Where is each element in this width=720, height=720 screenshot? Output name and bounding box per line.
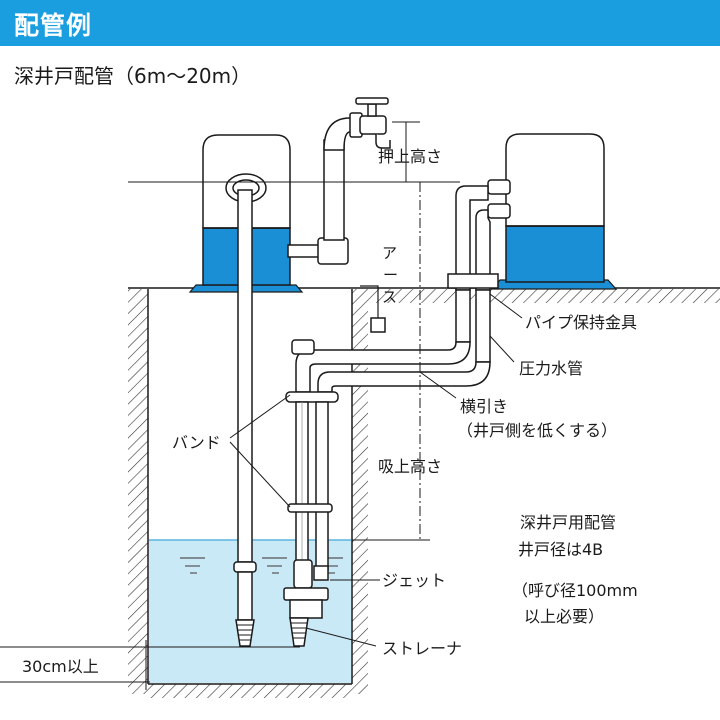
label-horizontal-note: （井戸側を低くする） [457, 421, 617, 440]
note-required: 以上必要） [524, 607, 604, 626]
label-30cm: 30cm以上 [22, 657, 99, 676]
ground [128, 287, 720, 698]
dimension-lines [0, 121, 460, 690]
pump-right [490, 133, 618, 290]
label-strainer: ストレーナ [382, 639, 462, 658]
label-earth-3: ス [382, 288, 397, 306]
label-pressure-pipe: 圧力水管 [519, 359, 583, 378]
diagram-subtitle: 深井戸配管（6m〜20m） [14, 64, 252, 88]
note-well-diameter: 井戸径は4B [518, 540, 603, 559]
jet-pipes [283, 401, 333, 647]
label-suction-head: 吸上高さ [378, 457, 442, 476]
label-jet: ジェット [382, 571, 446, 590]
faucet-icon [355, 97, 391, 149]
label-earth-2: ー [383, 266, 398, 284]
label-band: バンド [172, 433, 221, 452]
page-title: 配管例 [14, 11, 93, 40]
label-earth-1: ア [382, 244, 397, 262]
note-deep-well: 深井戸用配管 [520, 513, 616, 532]
suction-pipe-left [233, 189, 257, 647]
note-nominal-diameter: （呼び径100mm [512, 581, 638, 600]
label-pipe-bracket: パイプ保持金具 [525, 313, 637, 332]
twin-pipes [285, 179, 511, 403]
label-horizontal: 横引き [460, 397, 508, 416]
header-bar: 配管例 [0, 0, 720, 46]
earth-wire [360, 285, 386, 333]
discharge-pipe [287, 112, 363, 265]
label-push-head: 押上高さ [378, 147, 442, 166]
leader-lines [229, 293, 523, 647]
